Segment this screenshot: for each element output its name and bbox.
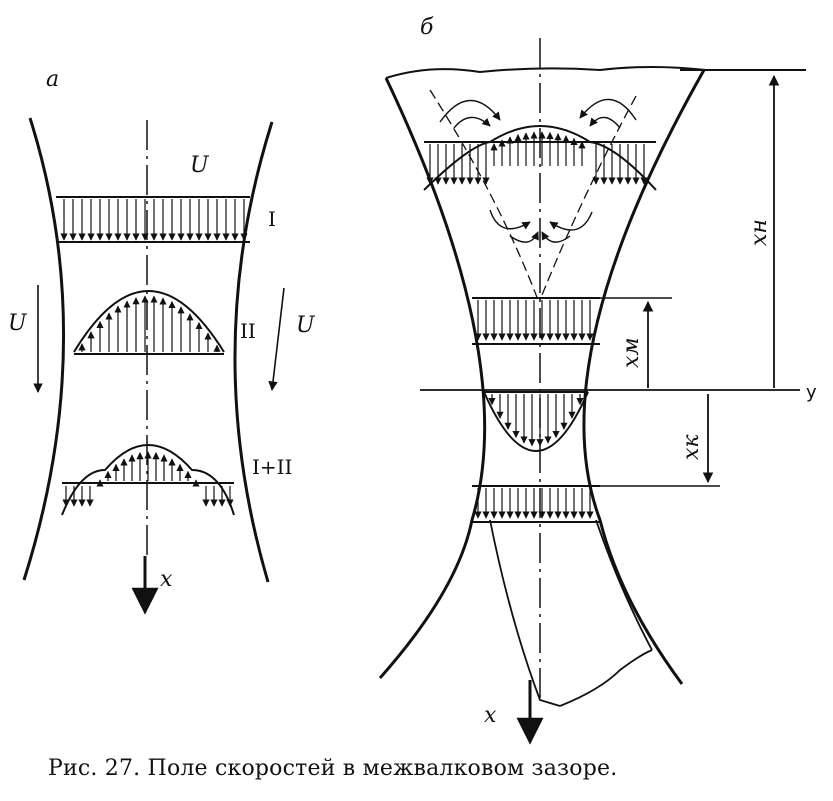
panel-b-xk-label: xк: [679, 434, 704, 460]
panel-b-sheet-left-edge: [489, 519, 561, 707]
panel-b-streamline-left: [429, 89, 539, 301]
panel-b-profile-top: [423, 125, 657, 191]
panel-a-velocity-right-label: U: [296, 313, 316, 338]
panel-a-profile-3-label: I+II: [252, 455, 292, 479]
panel-a-right-wall-arrow: [268, 287, 285, 391]
panel-b-profile-lower: [483, 391, 589, 452]
panel-a-profile-1: [56, 196, 250, 243]
panel-a: а x U U U I II: [8, 67, 316, 615]
panel-b: б x: [378, 15, 817, 745]
panel-a-profile-2-label: II: [240, 319, 256, 343]
panel-a-velocity-top-label: U: [190, 153, 210, 178]
panel-b-vortex-arrows: [439, 98, 637, 243]
panel-a-x-label: x: [160, 567, 173, 592]
panel-a-profile-2: [73, 290, 225, 355]
panel-b-right-roll: [582, 69, 706, 685]
panel-b-sheet-right-edge: [595, 519, 653, 651]
panel-b-sheet-torn-edge: [559, 649, 653, 707]
panel-b-left-roll: [378, 77, 487, 679]
panel-b-xm-label: xм: [619, 337, 644, 368]
panel-a-velocity-left-label: U: [8, 311, 28, 336]
figure-caption: Рис. 27. Поле скоростей в межвалковом за…: [48, 756, 618, 781]
panel-b-xn-label: xн: [747, 219, 772, 246]
panel-a-left-roll: [22, 117, 65, 581]
panel-b-profile-middle: [472, 297, 600, 345]
panel-a-profile-1-label: I: [268, 207, 276, 231]
panel-b-streamline-right: [539, 95, 637, 301]
panel-a-profile-3: [61, 444, 235, 516]
panel-b-free-surface: [385, 66, 707, 79]
panel-b-label: б: [420, 15, 434, 40]
panel-a-right-roll: [233, 121, 274, 583]
panel-b-y-label: y: [806, 382, 817, 403]
panel-b-profile-bottom: [472, 485, 600, 523]
panel-a-label: а: [46, 67, 59, 92]
panel-b-x-label: x: [484, 703, 497, 728]
